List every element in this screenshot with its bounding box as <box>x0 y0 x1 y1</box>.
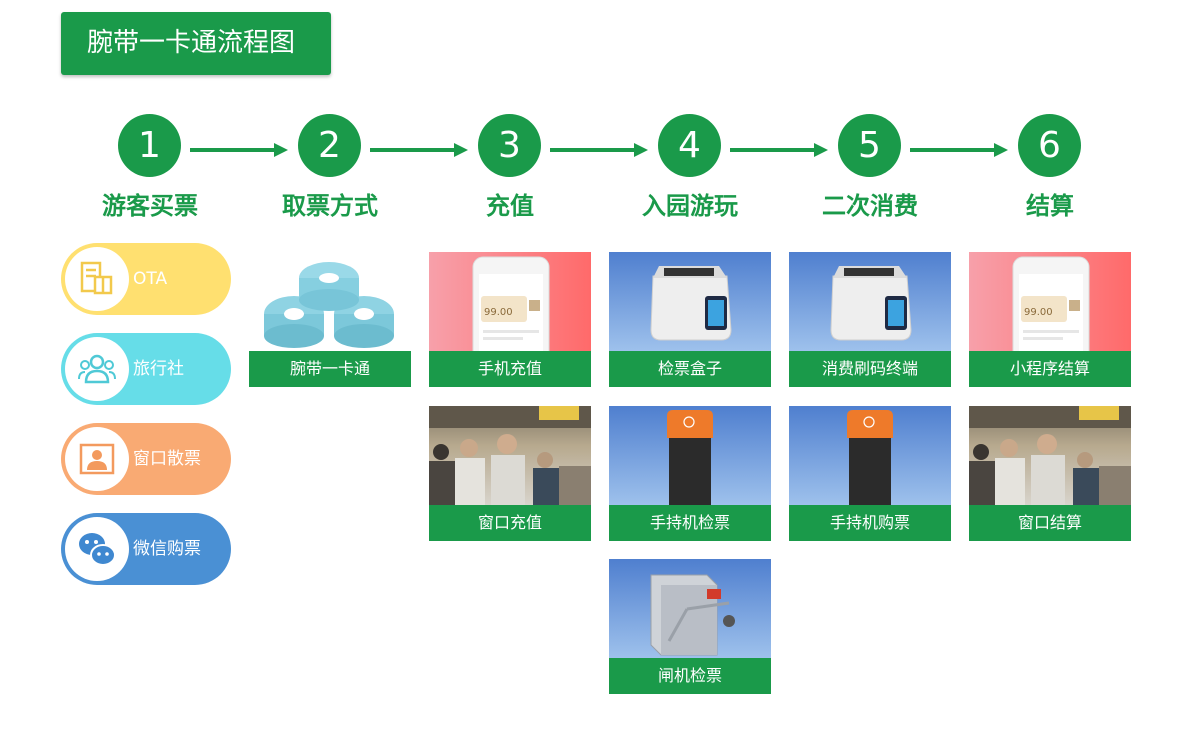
channel-travel-agency: 旅行社 <box>61 333 231 405</box>
crowd-photo <box>969 406 1131 505</box>
card-wristband: 腕带一卡通 <box>249 252 411 387</box>
arrow-2-3 <box>370 143 468 157</box>
step-4-circle: 4 <box>658 114 721 177</box>
turnstile-gate-image <box>609 559 771 658</box>
card-window-settle: 窗口结算 <box>969 406 1131 541</box>
card-ticket-box: 检票盒子 <box>609 252 771 387</box>
step-2-label: 取票方式 <box>282 192 378 220</box>
card-wristband-caption: 腕带一卡通 <box>249 351 411 387</box>
pos-terminal-image <box>789 252 951 351</box>
card-mini-program: 99.00 小程序结算 <box>969 252 1131 387</box>
phone-image: 99.00 <box>429 252 591 351</box>
card-pos-terminal-caption: 消费刷码终端 <box>789 351 951 387</box>
wechat-icon <box>65 517 129 581</box>
step-5-label: 二次消费 <box>822 192 918 220</box>
document-icon <box>65 247 129 311</box>
step-4-label: 入园游玩 <box>642 192 738 220</box>
channel-window-ticket: 窗口散票 <box>61 423 231 495</box>
arrow-4-5 <box>730 143 828 157</box>
handheld-terminal-image <box>609 406 771 505</box>
group-icon <box>65 337 129 401</box>
card-gate-check: 闸机检票 <box>609 559 771 694</box>
step-3-label: 充值 <box>486 192 534 220</box>
phone-amount: 99.00 <box>1024 307 1053 318</box>
card-handheld-check-caption: 手持机检票 <box>609 505 771 541</box>
channel-wechat-label: 微信购票 <box>133 539 201 559</box>
card-mobile-recharge: 99.00 手机充值 <box>429 252 591 387</box>
card-mobile-recharge-caption: 手机充值 <box>429 351 591 387</box>
card-pos-terminal: 消费刷码终端 <box>789 252 951 387</box>
arrow-3-4 <box>550 143 648 157</box>
card-ticket-box-caption: 检票盒子 <box>609 351 771 387</box>
channel-ota: OTA <box>61 243 231 315</box>
step-6-label: 结算 <box>1026 192 1074 220</box>
phone-amount: 99.00 <box>484 307 513 318</box>
window-person-icon <box>65 427 129 491</box>
card-window-recharge: 窗口充值 <box>429 406 591 541</box>
channel-wechat: 微信购票 <box>61 513 231 585</box>
card-window-settle-caption: 窗口结算 <box>969 505 1131 541</box>
arrow-5-6 <box>910 143 1008 157</box>
channel-travel-agency-label: 旅行社 <box>133 359 184 379</box>
card-gate-check-caption: 闸机检票 <box>609 658 771 694</box>
channel-ota-label: OTA <box>133 269 168 289</box>
step-2-circle: 2 <box>298 114 361 177</box>
wristband-rolls-image <box>249 252 411 351</box>
step-6-circle: 6 <box>1018 114 1081 177</box>
card-handheld-buy-caption: 手持机购票 <box>789 505 951 541</box>
step-5-circle: 5 <box>838 114 901 177</box>
step-1-label: 游客买票 <box>102 192 198 220</box>
card-handheld-check: 手持机检票 <box>609 406 771 541</box>
handheld-terminal-image <box>789 406 951 505</box>
page-title: 腕带一卡通流程图 <box>61 12 331 75</box>
card-window-recharge-caption: 窗口充值 <box>429 505 591 541</box>
ticket-box-image <box>609 252 771 351</box>
arrow-1-2 <box>190 143 288 157</box>
step-1-circle: 1 <box>118 114 181 177</box>
card-mini-program-caption: 小程序结算 <box>969 351 1131 387</box>
channel-window-ticket-label: 窗口散票 <box>133 449 201 469</box>
step-3-circle: 3 <box>478 114 541 177</box>
card-handheld-buy: 手持机购票 <box>789 406 951 541</box>
phone-image: 99.00 <box>969 252 1131 351</box>
crowd-photo <box>429 406 591 505</box>
